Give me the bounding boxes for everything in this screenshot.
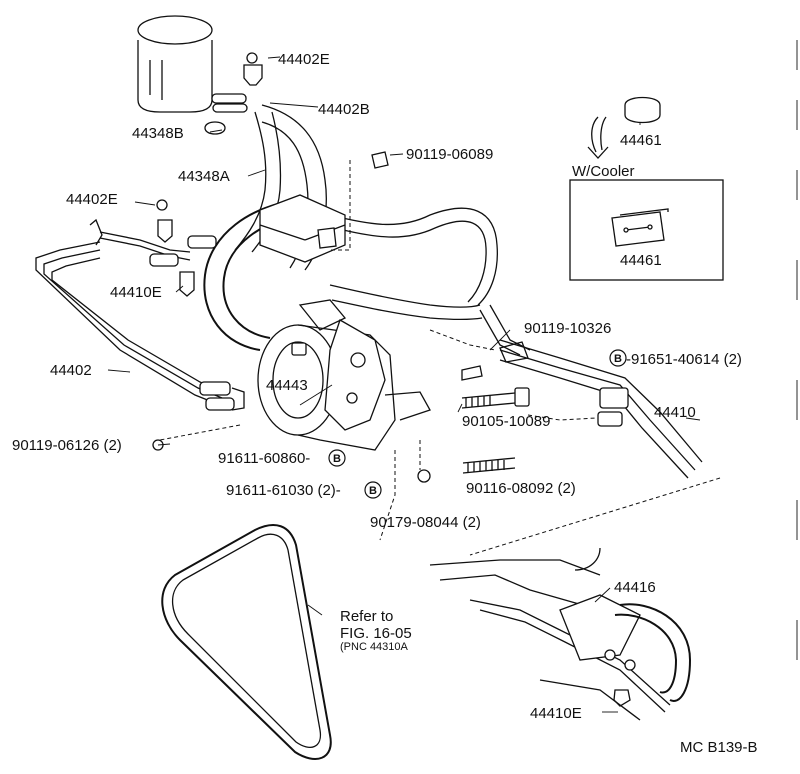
reservoir-tank bbox=[137, 15, 213, 113]
label-44410: 44410 bbox=[654, 404, 696, 421]
label-90119-06089: 90119-06089 bbox=[406, 146, 493, 163]
label-44461-top: 44461 bbox=[620, 132, 662, 149]
label-44416: 44416 bbox=[614, 579, 656, 596]
label-44410E-left: 44410E bbox=[110, 284, 162, 301]
cooler-lines-left bbox=[35, 218, 245, 411]
b-symbol-badge bbox=[609, 349, 627, 367]
label-44402B: 44402B bbox=[318, 101, 370, 118]
label-w-cooler: W/Cooler bbox=[572, 163, 635, 180]
refer-to-line1: Refer to bbox=[340, 608, 393, 625]
label-90119-06126: 90119-06126 (2) bbox=[12, 437, 122, 454]
pressure-hose bbox=[329, 207, 498, 321]
leader-lines bbox=[107, 56, 701, 713]
label-44461-box: 44461 bbox=[620, 252, 662, 269]
figure-code: MC B139-B bbox=[680, 739, 758, 756]
b-symbol-badge bbox=[364, 481, 382, 499]
w-cooler-box bbox=[569, 179, 724, 281]
refer-to-line2: FIG. 16-05 bbox=[340, 625, 412, 642]
power-steering-pump bbox=[257, 299, 431, 451]
label-44410E-bottom: 44410E bbox=[530, 705, 582, 722]
label-44348A: 44348A bbox=[178, 168, 230, 185]
label-44402E-left: 44402E bbox=[66, 191, 118, 208]
label-90179-08044: 90179-08044 (2) bbox=[370, 514, 481, 531]
pump-bolts bbox=[461, 365, 530, 474]
label-91611-60860: 91611-60860- bbox=[218, 450, 310, 467]
label-91611-61030: 91611-61030 (2)- bbox=[226, 482, 341, 499]
label-91651-40614: -91651-40614 (2) bbox=[626, 351, 742, 368]
drive-belt bbox=[161, 524, 332, 760]
reservoir-cap bbox=[587, 96, 661, 159]
steering-gear-assembly bbox=[429, 547, 692, 721]
label-44402: 44402 bbox=[50, 362, 92, 379]
cooler-lines-right bbox=[479, 304, 703, 479]
refer-to-line3: (PNC 44310A bbox=[340, 641, 409, 653]
b-symbol-text: B bbox=[614, 353, 622, 365]
small-fittings bbox=[152, 52, 431, 483]
b-symbol-text: B bbox=[333, 453, 341, 465]
label-44443: 44443 bbox=[266, 377, 308, 394]
label-90116-08092: 90116-08092 (2) bbox=[466, 480, 576, 497]
label-44348B: 44348B bbox=[132, 125, 184, 142]
b-symbol-text: B bbox=[369, 485, 377, 497]
b-symbol-badge bbox=[328, 449, 346, 467]
label-90105-10089: 90105-10089 bbox=[462, 413, 550, 430]
label-44402E-top: 44402E bbox=[278, 51, 330, 68]
label-90119-10326: 90119-10326 bbox=[524, 320, 611, 337]
dashed-guide-lines bbox=[159, 160, 721, 556]
